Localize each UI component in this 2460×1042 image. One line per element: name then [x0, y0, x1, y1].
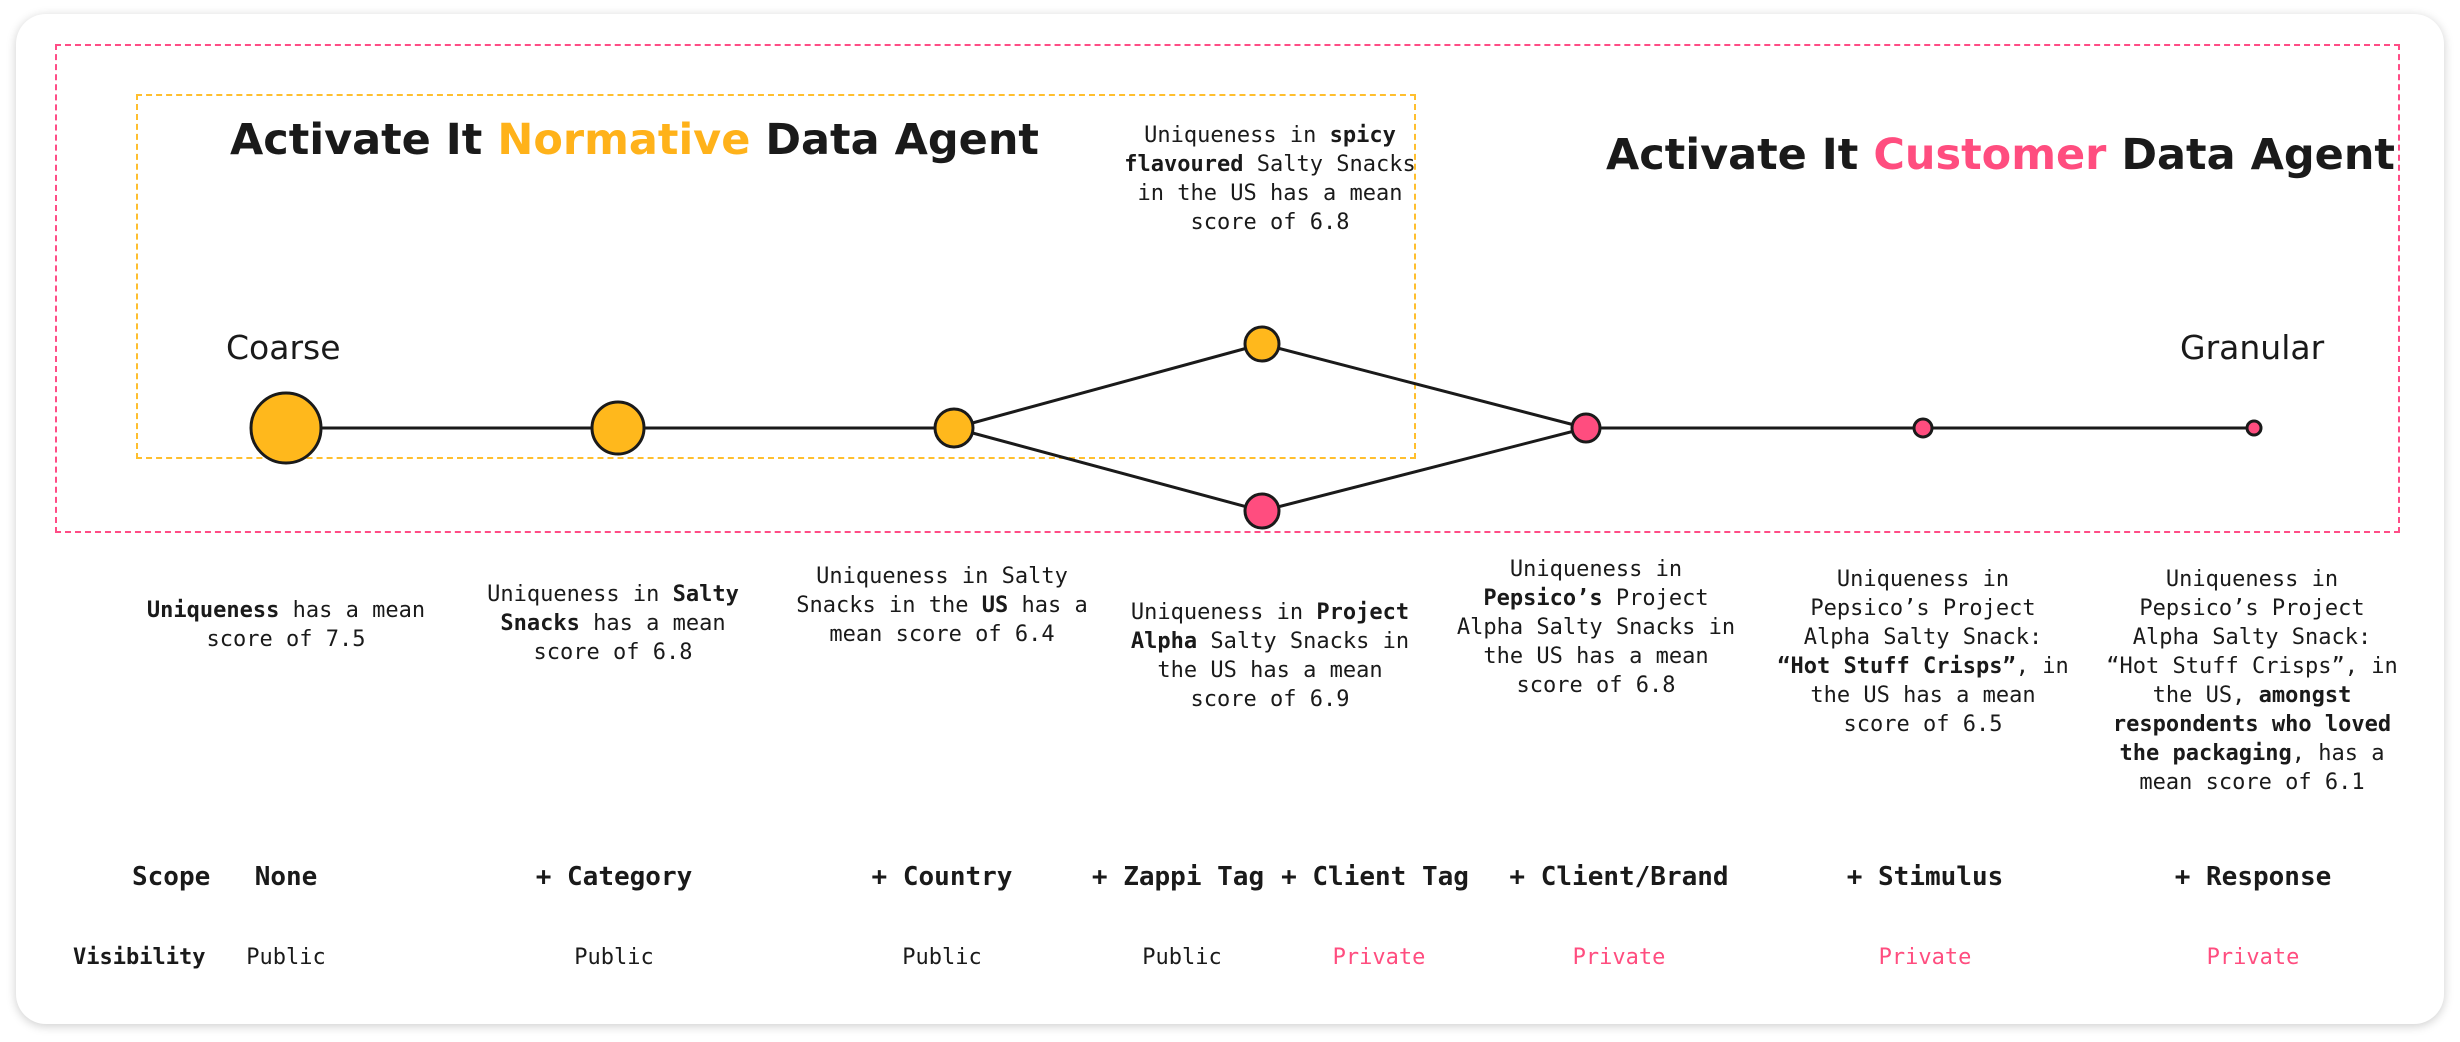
caption-text: Uniqueness in Pepsico’s Project Alpha Sa… — [2106, 567, 2398, 708]
caption-text: Salty Snacks in the US has a mean score … — [1137, 152, 1416, 235]
caption-text: Uniqueness in — [1130, 600, 1317, 625]
caption-text: , in the US has a mean score of 6.5 — [1810, 654, 2069, 737]
node-category — [590, 400, 646, 456]
caption-bold: Project Alpha — [1130, 600, 1410, 654]
normative-agent-title: Activate It Normative Data Agent — [230, 115, 1039, 165]
node-client-brand — [1570, 412, 1602, 444]
line-client-tag-to-client-brand — [1261, 426, 1587, 513]
scope-row-label: Scope — [132, 862, 211, 892]
caption-bold: Salty Snacks — [500, 582, 739, 636]
caption-bold: Uniqueness — [146, 598, 280, 623]
caption-bold: spicy flavoured — [1124, 123, 1396, 177]
visibility-none: Public — [246, 945, 326, 970]
caption-client-tag: Uniqueness in Project Alpha Salty Snacks… — [1120, 598, 1420, 714]
node-country — [933, 407, 975, 449]
customer-title-accent: Customer — [1873, 130, 2107, 180]
visibility-category: Public — [574, 945, 654, 970]
scope-client-tag: + Client Tag — [1281, 862, 1469, 892]
scope-client-brand: + Client/Brand — [1509, 862, 1729, 892]
customer-agent-region — [55, 44, 2400, 533]
visibility-stimulus: Private — [1878, 945, 1972, 970]
visibility-response: Private — [2206, 945, 2300, 970]
caption-zappi-tag: Uniqueness in spicy flavoured Salty Snac… — [1120, 121, 1420, 237]
customer-agent-title: Activate It Customer Data Agent — [1606, 130, 2395, 180]
caption-text: Uniqueness in Pepsico’s Project Alpha Sa… — [1803, 567, 2043, 650]
caption-text: Uniqueness in — [1509, 557, 1683, 582]
caption-text: has a mean score of 6.4 — [829, 593, 1088, 647]
scope-stimulus: + Stimulus — [1846, 862, 2004, 892]
caption-country: Uniqueness in Salty Snacks in the US has… — [792, 562, 1092, 649]
node-zappi-tag — [1243, 325, 1281, 363]
caption-text: Salty Snacks in the US has a mean score … — [1157, 629, 1410, 712]
caption-text: , has a mean score of 6.1 — [2139, 741, 2385, 795]
caption-category: Uniqueness in Salty Snacks has a mean sc… — [463, 580, 763, 667]
visibility-zappi-tag: Public — [1142, 945, 1222, 970]
visibility-client-tag: Private — [1332, 945, 1426, 970]
normative-title-suffix: Data Agent — [750, 115, 1039, 165]
line-zappi-tag-to-client-brand — [1261, 342, 1587, 430]
caption-response: Uniqueness in Pepsico’s Project Alpha Sa… — [2102, 565, 2402, 797]
caption-text: has a mean score of 6.8 — [533, 611, 726, 665]
visibility-row-label: Visibility — [73, 945, 206, 970]
caption-bold: Pepsico’s — [1483, 586, 1603, 611]
normative-agent-region — [136, 94, 1416, 459]
normative-title-accent: Normative — [497, 115, 751, 165]
caption-client-brand: Uniqueness in Pepsico’s Project Alpha Sa… — [1446, 555, 1746, 700]
caption-uniqueness: Uniqueness has a mean score of 7.5 — [136, 596, 436, 654]
customer-title-prefix: Activate It — [1606, 130, 1874, 180]
scope-country: + Country — [871, 862, 1013, 892]
caption-text: Uniqueness in — [487, 582, 673, 607]
scope-zappi-tag: + Zappi Tag — [1091, 862, 1265, 892]
normative-title-prefix: Activate It — [230, 115, 498, 165]
granular-label: Granular — [2180, 328, 2325, 367]
nodes — [249, 325, 2263, 530]
diagram-card — [16, 14, 2444, 1024]
visibility-client-brand: Private — [1572, 945, 1666, 970]
connector-lines — [286, 342, 2254, 513]
scope-category: + Category — [535, 862, 693, 892]
node-response — [2245, 419, 2263, 437]
scope-response: + Response — [2174, 862, 2332, 892]
node-stimulus — [1912, 417, 1934, 439]
caption-text: Project Alpha Salty Snacks in the US has… — [1456, 586, 1736, 698]
customer-title-suffix: Data Agent — [2106, 130, 2395, 180]
line-country-to-zappi-tag — [953, 342, 1263, 430]
caption-text: Uniqueness in — [1144, 123, 1330, 148]
line-country-to-client-tag — [953, 426, 1263, 513]
caption-stimulus: Uniqueness in Pepsico’s Project Alpha Sa… — [1773, 565, 2073, 739]
caption-text: has a mean score of 7.5 — [206, 598, 426, 652]
node-uniqueness — [249, 391, 323, 465]
coarse-label: Coarse — [226, 328, 341, 367]
caption-bold: amongst respondents who loved the packag… — [2112, 683, 2392, 766]
caption-bold: “Hot Stuff Crisps” — [1777, 654, 2016, 679]
caption-text: Uniqueness in Salty Snacks in the — [796, 564, 1068, 618]
node-client-tag — [1243, 492, 1281, 530]
visibility-country: Public — [902, 945, 982, 970]
caption-bold: US — [981, 593, 1009, 618]
scope-none: None — [254, 862, 318, 892]
